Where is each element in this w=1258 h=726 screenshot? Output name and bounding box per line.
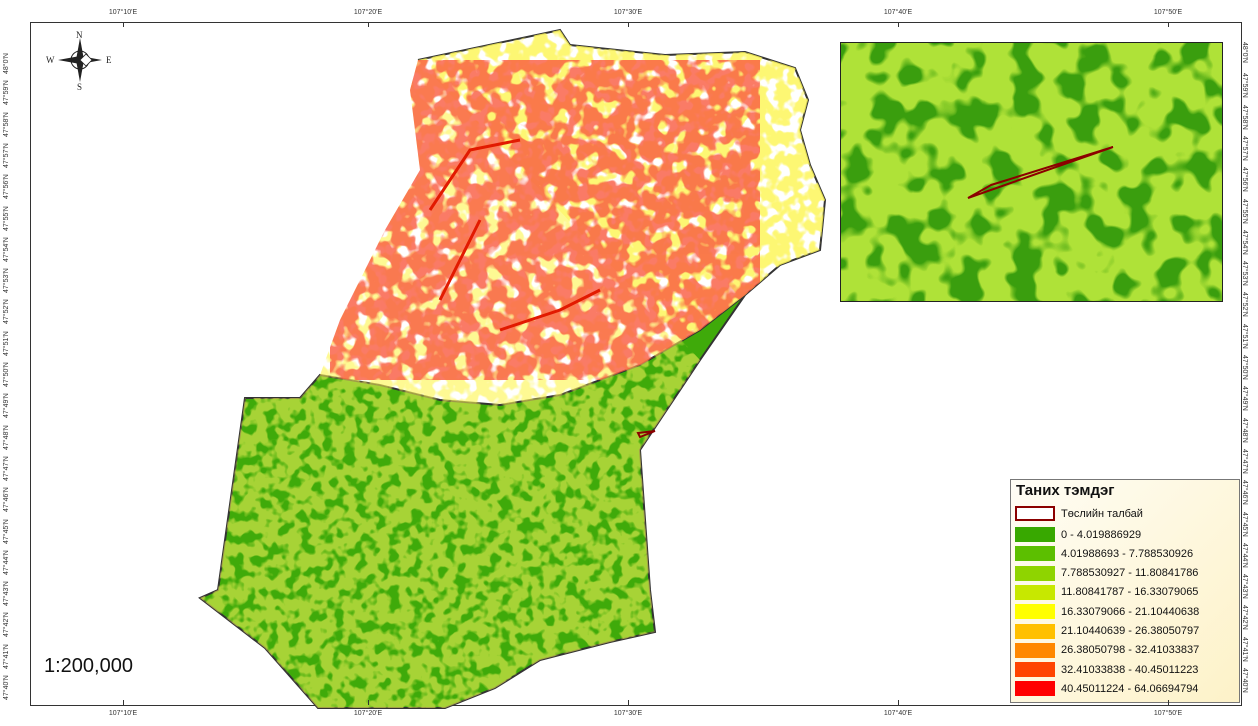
latitude-label-left: 47°57'N [3,143,10,168]
latitude-label-left: 47°42'N [3,612,10,638]
legend-swatch [1015,681,1055,697]
latitude-label-left: 47°55'N [3,205,10,231]
legend-swatch [1015,527,1055,542]
longitude-label-top: 107°30'E [613,9,643,16]
legend-item: 40.45011224 - 64.06694794 [1015,680,1198,697]
latitude-label-right: 47°48'N [1241,417,1248,443]
latitude-label-right: 47°43'N [1241,574,1248,599]
latitude-label-right: 47°44'N [1241,542,1248,568]
legend-label: 32.41033838 - 40.45011223 [1061,663,1199,676]
longitude-label-bottom: 107°20'E [353,710,383,717]
longitude-label-bottom: 107°30'E [613,710,643,717]
latitude-label-right: 47°52'N [1241,292,1248,318]
latitude-label-right: 47°58'N [1241,104,1248,130]
latitude-label-left: 47°44'N [3,550,10,575]
latitude-label-right: 47°45'N [1241,511,1248,537]
latitude-label-right: 47°54'N [1241,229,1248,255]
legend-item-project-area: Төслийн талбай [1015,505,1143,522]
longitude-label-top: 107°40'E [883,9,913,16]
legend-title: Таних тэмдэг [1016,482,1115,499]
legend: Таних тэмдэг Төслийн талбай 0 - 4.019886… [1010,479,1240,703]
latitude-label-right: 47°49'N [1241,386,1248,412]
legend-item: 26.38050798 - 32.41033837 [1015,642,1199,659]
east-label: E [106,55,112,65]
latitude-label-left: 47°52'N [3,299,10,325]
inset-map [840,42,1223,302]
legend-label: 16.33079066 - 21.10440638 [1061,605,1200,618]
legend-label: 7.788530927 - 11.80841786 [1061,567,1199,580]
latitude-label-left: 47°41'N [3,643,10,669]
legend-swatch [1015,604,1055,620]
legend-swatch [1015,642,1055,658]
legend-label: Төслийн талбай [1061,507,1143,520]
longitude-label-bottom: 107°50'E [1153,710,1183,717]
legend-label: 4.01988693 - 7.788530926 [1061,547,1194,560]
latitude-label-left: 47°47'N [3,456,10,481]
latitude-label-left: 47°56'N [3,174,10,200]
latitude-label-left: 47°46'N [3,487,10,513]
latitude-label-left: 47°53'N [3,268,10,294]
project-area-marker [636,430,656,439]
longitude-label-bottom: 107°40'E [883,710,913,717]
legend-label: 40.45011224 - 64.06694794 [1061,682,1199,695]
legend-swatch [1015,584,1055,600]
latitude-label-right: 47°40'N [1241,668,1248,693]
latitude-label-right: 47°51'N [1241,323,1248,349]
latitude-label-right: 47°42'N [1241,605,1248,631]
latitude-label-left: 47°45'N [3,518,10,544]
latitude-label-right: 47°47'N [1241,448,1248,474]
legend-swatch [1015,662,1055,678]
legend-item: 0 - 4.019886929 [1015,526,1141,543]
latitude-label-left: 47°59'N [3,80,10,106]
legend-swatch [1015,546,1055,562]
latitude-label-right: 47°57'N [1241,135,1248,161]
latitude-label-left: 48°0'N [3,53,10,74]
north-label: N [76,30,83,40]
legend-label: 11.80841787 - 16.33079065 [1061,586,1199,599]
longitude-label-top: 107°20'E [353,9,383,16]
legend-label: 0 - 4.019886929 [1061,528,1142,541]
legend-item: 4.01988693 - 7.788530926 [1015,545,1193,562]
latitude-label-left: 47°40'N [3,675,10,700]
latitude-label-left: 47°50'N [3,362,10,387]
legend-item: 32.41033838 - 40.45011223 [1015,661,1198,678]
legend-item: 7.788530927 - 11.80841786 [1015,565,1198,582]
scale-text: 1:200,000 [44,655,133,677]
latitude-label-right: 47°50'N [1241,355,1248,380]
latitude-label-right: 47°59'N [1241,73,1248,99]
longitude-label-bottom: 107°10'E [108,710,138,717]
longitude-label-top: 107°50'E [1153,9,1183,16]
legend-item: 11.80841787 - 16.33079065 [1015,584,1198,601]
legend-label: 26.38050798 - 32.41033837 [1061,644,1200,657]
latitude-label-right: 47°53'N [1241,261,1248,286]
latitude-label-left: 47°49'N [3,393,10,419]
latitude-label-left: 47°54'N [3,237,10,262]
latitude-label-right: 47°56'N [1241,167,1248,192]
legend-item: 16.33079066 - 21.10440638 [1015,603,1199,620]
inset-project-area [967,146,1114,199]
longitude-label-top: 107°10'E [108,9,138,16]
legend-swatch [1015,565,1055,581]
latitude-label-left: 47°58'N [3,111,10,137]
latitude-label-left: 47°51'N [3,330,10,356]
latitude-label-right: 48°0'N [1241,42,1248,63]
west-label: W [46,55,55,65]
legend-swatch [1015,623,1055,639]
legend-item: 21.10440639 - 26.38050797 [1015,623,1199,640]
south-label: S [77,82,83,92]
latitude-label-right: 47°46'N [1241,480,1248,505]
north-arrow-icon: N S E W [40,30,120,94]
latitude-label-right: 47°41'N [1241,636,1248,662]
latitude-label-left: 47°48'N [3,424,10,450]
latitude-label-right: 47°55'N [1241,198,1248,224]
legend-swatch [1015,506,1055,521]
legend-label: 21.10440639 - 26.38050797 [1061,625,1200,637]
latitude-label-left: 47°43'N [3,581,10,607]
